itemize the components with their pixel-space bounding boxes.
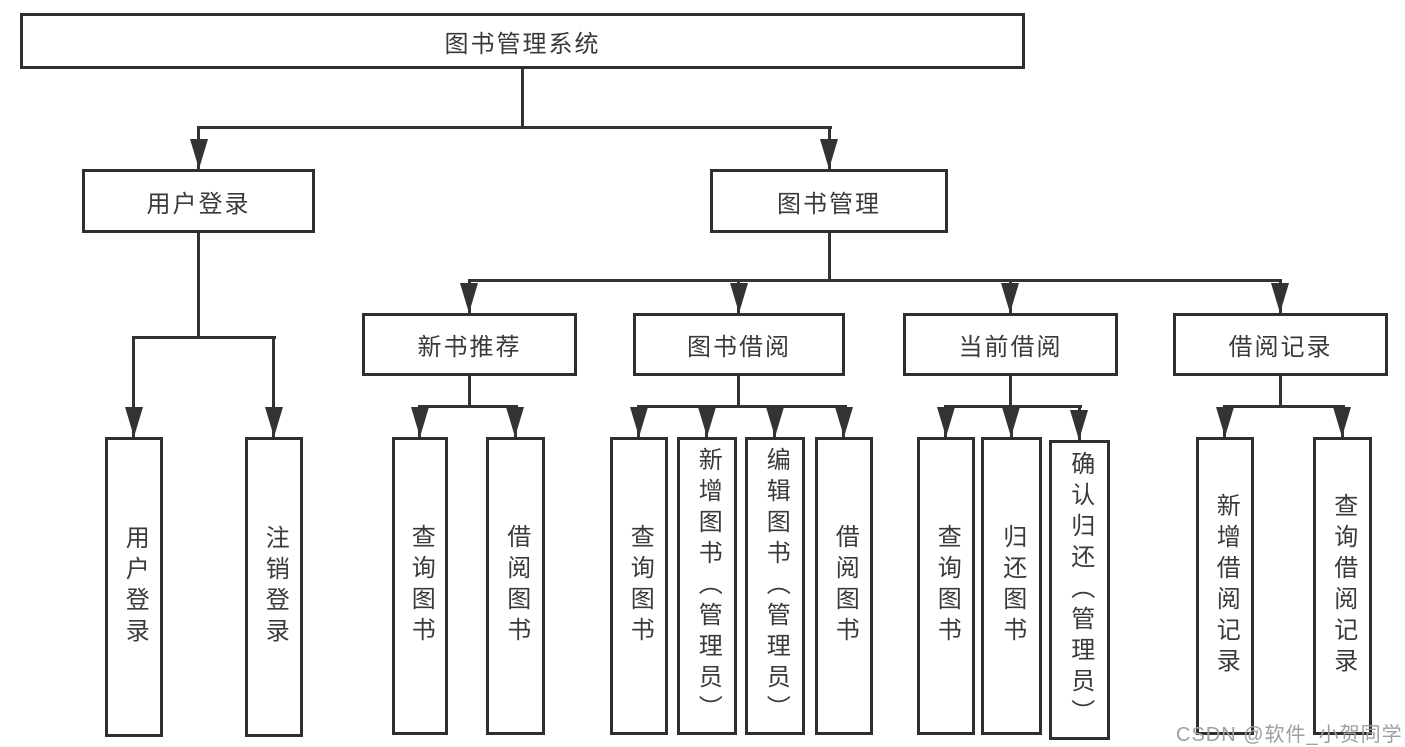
connector-book-borrow-rail bbox=[637, 405, 847, 408]
node-book-borrow-label: 图书借阅 bbox=[687, 334, 791, 361]
connector-user-login-rail bbox=[132, 336, 276, 339]
arrowhead-leaf-logout bbox=[265, 407, 283, 437]
node-leaf-bb-query: 查询图书 bbox=[610, 437, 668, 735]
node-new-book-rec: 新书推荐 bbox=[362, 313, 577, 376]
node-leaf-bb-edit: 编辑图书（管理员） bbox=[745, 437, 805, 735]
node-leaf-cb-query: 查询图书 bbox=[917, 437, 975, 735]
connector-new-book-rec-rail bbox=[418, 405, 518, 408]
node-leaf-br-query: 查询借阅记录 bbox=[1313, 437, 1372, 735]
arrowhead-new-book-rec bbox=[460, 283, 478, 313]
arrowhead-user-login bbox=[190, 139, 208, 169]
arrowhead-leaf-user-login bbox=[125, 407, 143, 437]
connector-level3-rail bbox=[468, 279, 1282, 282]
node-book-mgmt-label: 图书管理 bbox=[777, 190, 881, 218]
node-leaf-bb-add: 新增图书（管理员） bbox=[677, 437, 737, 735]
arrowhead-current-borrow bbox=[1001, 283, 1019, 313]
node-leaf-br-add: 新增借阅记录 bbox=[1196, 437, 1254, 735]
arrowhead-nbr-borrow bbox=[506, 407, 524, 437]
node-leaf-cb-confirm: 确认归还（管理员） bbox=[1049, 440, 1110, 740]
arrowhead-br-query bbox=[1333, 407, 1351, 437]
arrowhead-nbr-query bbox=[411, 407, 429, 437]
node-leaf-cb-query-label: 查询图书 bbox=[933, 524, 961, 648]
arrowhead-bb-add bbox=[698, 407, 716, 437]
node-user-login: 用户登录 bbox=[82, 169, 315, 233]
node-borrow-record: 借阅记录 bbox=[1173, 313, 1388, 376]
node-leaf-logout-label: 注销登录 bbox=[261, 525, 289, 649]
node-root: 图书管理系统 bbox=[20, 13, 1025, 69]
node-leaf-bb-query-label: 查询图书 bbox=[626, 524, 654, 648]
node-leaf-br-add-label: 新增借阅记录 bbox=[1212, 493, 1240, 679]
node-leaf-user-login: 用户登录 bbox=[105, 437, 163, 737]
node-user-login-label: 用户登录 bbox=[146, 190, 251, 218]
node-book-borrow: 图书借阅 bbox=[633, 313, 845, 376]
node-leaf-logout: 注销登录 bbox=[245, 437, 303, 737]
connector-current-borrow-rail bbox=[944, 405, 1082, 408]
arrowhead-cb-return bbox=[1002, 407, 1020, 437]
connector-drop-leaf-user-login bbox=[132, 336, 135, 437]
node-leaf-cb-return-label: 归还图书 bbox=[998, 524, 1026, 648]
node-leaf-nbr-query: 查询图书 bbox=[392, 437, 448, 735]
arrowhead-book-mgmt bbox=[820, 139, 838, 169]
connector-book-borrow-stem bbox=[737, 376, 740, 406]
arrowhead-br-add bbox=[1216, 407, 1234, 437]
node-leaf-cb-confirm-label: 确认归还（管理员） bbox=[1066, 450, 1094, 730]
arrowhead-bb-borrow bbox=[835, 407, 853, 437]
arrowhead-bb-query bbox=[630, 407, 648, 437]
arrowhead-bb-edit bbox=[766, 407, 784, 437]
node-leaf-cb-return: 归还图书 bbox=[981, 437, 1042, 735]
node-current-borrow-label: 当前借阅 bbox=[958, 334, 1063, 361]
arrowhead-cb-query bbox=[937, 407, 955, 437]
node-new-book-rec-label: 新书推荐 bbox=[417, 334, 522, 361]
connector-borrow-record-stem bbox=[1279, 376, 1282, 406]
connector-book-mgmt-stem bbox=[828, 233, 831, 281]
node-leaf-nbr-borrow: 借阅图书 bbox=[486, 437, 545, 735]
arrowhead-borrow-record bbox=[1271, 283, 1289, 313]
node-leaf-user-login-label: 用户登录 bbox=[121, 525, 149, 649]
connector-level2-rail bbox=[197, 126, 832, 129]
connector-root-stem bbox=[521, 69, 524, 127]
node-borrow-record-label: 借阅记录 bbox=[1228, 334, 1333, 361]
node-current-borrow: 当前借阅 bbox=[903, 313, 1118, 376]
csdn-watermark: CSDN @软件_小贺同学 bbox=[1176, 724, 1403, 746]
arrowhead-cb-confirm bbox=[1070, 410, 1088, 440]
arrowhead-book-borrow bbox=[730, 283, 748, 313]
node-leaf-nbr-query-label: 查询图书 bbox=[407, 524, 435, 648]
connector-new-book-rec-stem bbox=[468, 376, 471, 406]
node-leaf-nbr-borrow-label: 借阅图书 bbox=[502, 524, 530, 648]
connector-user-login-stem bbox=[197, 233, 200, 336]
connector-current-borrow-stem bbox=[1009, 376, 1012, 406]
node-leaf-bb-edit-label: 编辑图书（管理员） bbox=[762, 446, 790, 726]
node-root-label: 图书管理系统 bbox=[444, 30, 601, 58]
node-leaf-br-query-label: 查询借阅记录 bbox=[1329, 493, 1357, 679]
connector-drop-leaf-logout bbox=[272, 336, 275, 437]
node-leaf-bb-borrow-label: 借阅图书 bbox=[831, 524, 859, 648]
node-leaf-bb-borrow: 借阅图书 bbox=[815, 437, 873, 735]
node-leaf-bb-add-label: 新增图书（管理员） bbox=[694, 446, 722, 726]
connector-borrow-record-rail bbox=[1223, 405, 1345, 408]
node-book-mgmt: 图书管理 bbox=[710, 169, 948, 233]
